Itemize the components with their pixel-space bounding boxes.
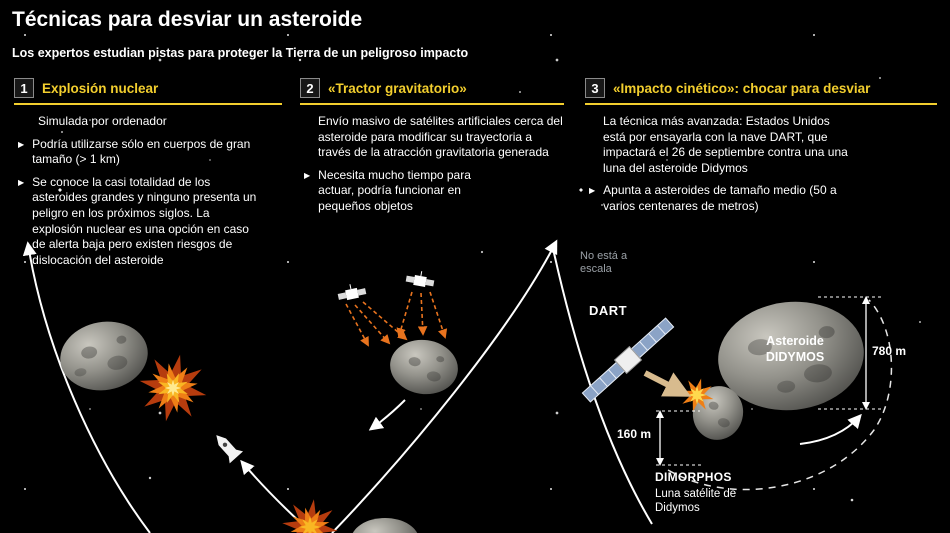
trajectory-arrow-nuclear	[22, 241, 151, 533]
deflection-arrow-tractor	[368, 399, 406, 431]
asteroid-icon-medium	[390, 339, 458, 395]
section-gravity-tractor: 2 «Tractor gravitatorio» Envío masivo de…	[300, 78, 564, 215]
page-subtitle: Los expertos estudian pistas para proteg…	[12, 46, 469, 60]
orbit-direction-arrow	[799, 413, 862, 445]
asteroid-icon-didymos	[718, 301, 864, 411]
measurement-780m	[818, 296, 884, 410]
bullet-text: Podría utilizarse sólo en cuerpos de gra…	[32, 136, 251, 167]
dart-spacecraft-icon	[581, 317, 675, 403]
dimorphos-sublabel: Luna satélite de Didymos	[655, 488, 737, 515]
asteroid-icon-large	[60, 321, 148, 391]
didymos-size-label: 780 m	[872, 344, 907, 358]
section-number: 3	[585, 78, 605, 98]
measurement-160m	[656, 410, 702, 466]
section-header: 3 «Impacto cinético»: chocar para desvia…	[585, 78, 937, 105]
asteroid-icon-dimorphos	[692, 386, 744, 440]
explosion-icon-bottom	[278, 495, 342, 533]
solar-panel	[630, 317, 675, 359]
dimorphos-size-label: 160 m	[617, 427, 652, 441]
rocket-path-arrow	[240, 459, 303, 525]
bullet-item: ▶ Se conoce la casi totalidad de los ast…	[18, 175, 282, 269]
bullet-item: ▶ Podría utilizarse sólo en cuerpos de g…	[18, 137, 282, 168]
stars-accent	[61, 58, 921, 502]
bullet-icon: ▶	[589, 186, 596, 196]
section-header: 1 Explosión nuclear	[14, 78, 282, 105]
satellite-icon	[404, 268, 437, 289]
bullet-text: Necesita mucho tiempo para actuar, podrí…	[318, 167, 471, 213]
asteroid-icon-bottom	[352, 518, 418, 533]
section-intro: Simulada por ordenador	[38, 114, 167, 128]
bullet-icon: ▶	[304, 170, 311, 180]
rocket-icon	[216, 435, 244, 464]
didymos-name: DIDYMOS	[765, 350, 825, 365]
bullet-icon: ▶	[18, 177, 25, 187]
section-heading: «Tractor gravitatorio»	[328, 80, 467, 96]
bullet-item: ▶ Necesita mucho tiempo para actuar, pod…	[304, 168, 564, 215]
section-header: 2 «Tractor gravitatorio»	[300, 78, 564, 105]
section-nuclear-explosion: 1 Explosión nuclear Simulada por ordenad…	[14, 78, 282, 268]
dart-label: DART	[589, 303, 628, 318]
dimorphos-label: DIMORPHOS	[655, 470, 732, 484]
bullet-text: Apunta a asteroides de tamaño medio (50 …	[603, 183, 837, 213]
didymos-prefix: Asteroide	[766, 334, 824, 348]
section-heading: Explosión nuclear	[42, 80, 159, 96]
trajectory-arrow-tractor	[331, 239, 558, 533]
section-intro: Envío masivo de satélites artificiales c…	[318, 114, 563, 160]
bullet-item: ▶ Apunta a asteroides de tamaño medio (5…	[589, 183, 937, 214]
gravity-pull-arrows	[345, 291, 448, 347]
section-heading: «Impacto cinético»: chocar para desviar	[613, 80, 871, 96]
bullet-text: Se conoce la casi totalidad de los aster…	[32, 174, 257, 267]
section-kinetic-impact: 3 «Impacto cinético»: chocar para desvia…	[585, 78, 937, 215]
impact-arrow	[643, 370, 692, 397]
page-title: Técnicas para desviar un asteroide	[12, 8, 363, 31]
didymos-label: Asteroide DIDYMOS	[745, 333, 845, 366]
bullet-icon: ▶	[18, 139, 25, 149]
scale-note: No está a escala	[580, 250, 628, 276]
section-number: 2	[300, 78, 320, 98]
section-intro: La técnica más avanzada: Estados Unidos …	[603, 114, 848, 175]
section-number: 1	[14, 78, 34, 98]
satellite-icon	[335, 280, 368, 303]
